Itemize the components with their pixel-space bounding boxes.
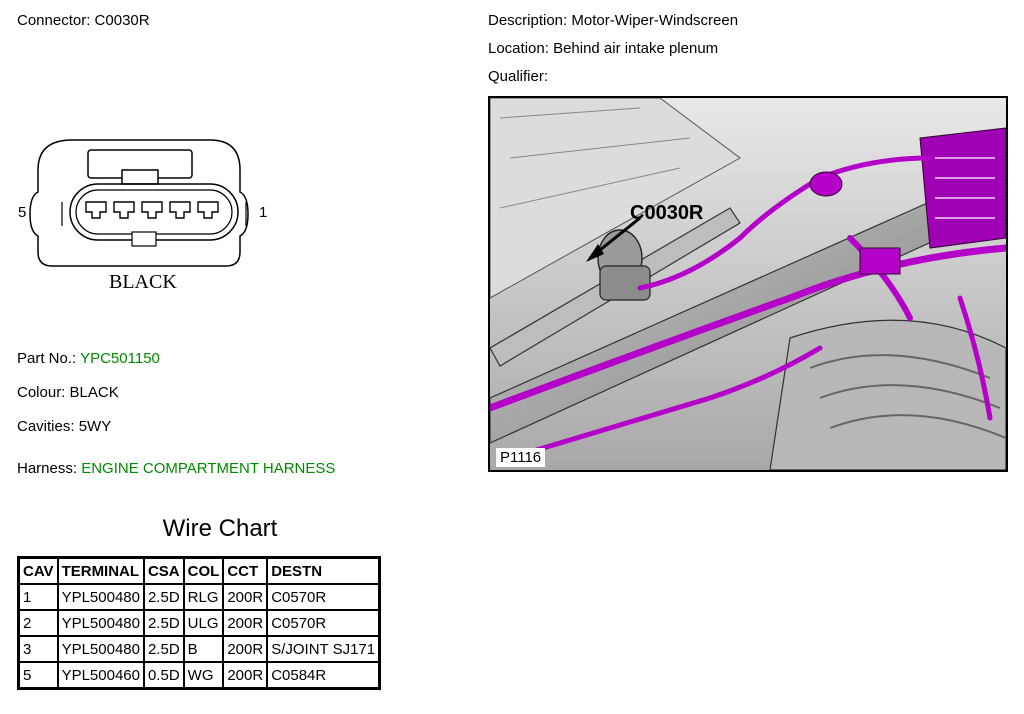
header-terminal: TERMINAL	[56, 556, 145, 585]
fuse-box	[919, 127, 1006, 249]
cell-col: RLG	[182, 583, 225, 611]
cell-destn: C0570R	[266, 609, 381, 637]
plenum-beam	[490, 167, 1006, 444]
pin-label-left: 5	[18, 204, 26, 221]
part-no-link[interactable]: YPC501150	[80, 350, 160, 367]
side-ribs	[61, 202, 247, 226]
cavities-line: Cavities: 5WY	[17, 418, 111, 435]
colour-line: Colour: BLACK	[17, 384, 119, 401]
cell-destn: C0570R	[266, 583, 381, 611]
part-no-label: Part No.:	[17, 350, 77, 367]
cavity-1	[197, 201, 219, 219]
qualifier-line: Qualifier:	[488, 68, 548, 85]
harness-label: Harness:	[17, 460, 78, 477]
motor-housing	[599, 265, 651, 301]
cavity-2	[169, 201, 191, 219]
connector-value: C0030R	[94, 12, 150, 29]
cell-col: WG	[182, 661, 225, 690]
cell-cav: 1	[17, 583, 59, 611]
location-photo: C0030R P1116	[488, 96, 1008, 472]
cell-terminal: YPL500480	[56, 609, 145, 637]
header-cav: CAV	[17, 556, 59, 585]
location-line: Location: Behind air intake plenum	[488, 40, 718, 57]
table-row: 3 YPL500480 2.5D B 200R S/JOINT SJ171	[17, 635, 381, 663]
header-cct: CCT	[222, 556, 269, 585]
windscreen-panel	[490, 98, 741, 299]
photo-reference: P1116	[496, 448, 546, 467]
cell-destn: C0584R	[266, 661, 381, 690]
description-line: Description: Motor-Wiper-Windscreen	[488, 12, 738, 29]
housing-colour-label: BLACK	[109, 271, 177, 293]
description-value: Motor-Wiper-Windscreen	[571, 12, 739, 29]
header-csa: CSA	[142, 556, 185, 585]
description-label: Description:	[488, 12, 568, 29]
cell-col: ULG	[182, 609, 225, 637]
key-bottom	[131, 231, 157, 247]
fuse-box-lines	[935, 157, 995, 219]
harness-link[interactable]: ENGINE COMPARTMENT HARNESS	[81, 460, 336, 477]
cell-csa: 2.5D	[142, 583, 185, 611]
cell-terminal: YPL500480	[56, 635, 145, 663]
wire-chart-table: CAV TERMINAL CSA COL CCT DESTN 1 YPL5004…	[17, 556, 382, 690]
cell-csa: 2.5D	[142, 609, 185, 637]
table-row: 5 YPL500460 0.5D WG 200R C0584R	[17, 661, 381, 690]
cell-cct: 200R	[222, 661, 269, 690]
cavity-3	[141, 201, 163, 219]
manifold-ribs	[809, 354, 1006, 439]
engine-bay-illustration	[490, 98, 1006, 470]
location-value: Behind air intake plenum	[553, 40, 719, 57]
cell-cav: 3	[17, 635, 59, 663]
colour-value: BLACK	[69, 384, 119, 401]
header-destn: DESTN	[266, 556, 381, 585]
table-row: 2 YPL500480 2.5D ULG 200R C0570R	[17, 609, 381, 637]
cavity-5	[85, 201, 107, 219]
cavity-4	[113, 201, 135, 219]
cell-col: B	[182, 635, 225, 663]
cell-cct: 200R	[222, 583, 269, 611]
harness-runs	[490, 155, 1006, 461]
wire-chart-header-row: CAV TERMINAL CSA COL CCT DESTN	[17, 556, 381, 585]
cavities-label: Cavities:	[17, 418, 75, 435]
harness-connector-block	[859, 247, 901, 275]
wire-chart-title: Wire Chart	[162, 515, 278, 542]
cell-csa: 0.5D	[142, 661, 185, 690]
connector-line: Connector: C0030R	[17, 12, 150, 29]
header-col: COL	[182, 556, 225, 585]
part-no-line: Part No.: YPC501150	[17, 350, 160, 367]
qualifier-label: Qualifier:	[488, 68, 549, 85]
latch-tab	[121, 169, 159, 185]
cavity-row	[85, 201, 219, 219]
connector-face-diagram: 5 1 BLACK	[18, 139, 267, 293]
cell-csa: 2.5D	[142, 635, 185, 663]
harness-grommet	[809, 171, 843, 197]
callout-arrow-head	[586, 244, 604, 262]
colour-label: Colour:	[17, 384, 66, 401]
cell-terminal: YPL500460	[56, 661, 145, 690]
cell-destn: S/JOINT SJ171	[266, 635, 381, 663]
pin-label-right: 1	[259, 204, 267, 221]
panel-lines	[499, 107, 691, 209]
harness-line: Harness: ENGINE COMPARTMENT HARNESS	[17, 460, 335, 477]
connector-label: Connector:	[17, 12, 91, 29]
location-label: Location:	[488, 40, 549, 57]
cell-terminal: YPL500480	[56, 583, 145, 611]
cell-cct: 200R	[222, 609, 269, 637]
table-row: 1 YPL500480 2.5D RLG 200R C0570R	[17, 583, 381, 611]
cell-cct: 200R	[222, 635, 269, 663]
callout-label: C0030R	[630, 202, 704, 224]
cavities-value: 5WY	[78, 418, 112, 435]
cell-cav: 2	[17, 609, 59, 637]
intake-manifold	[769, 319, 1006, 470]
cell-cav: 5	[17, 661, 59, 690]
housing-outline	[29, 139, 249, 267]
